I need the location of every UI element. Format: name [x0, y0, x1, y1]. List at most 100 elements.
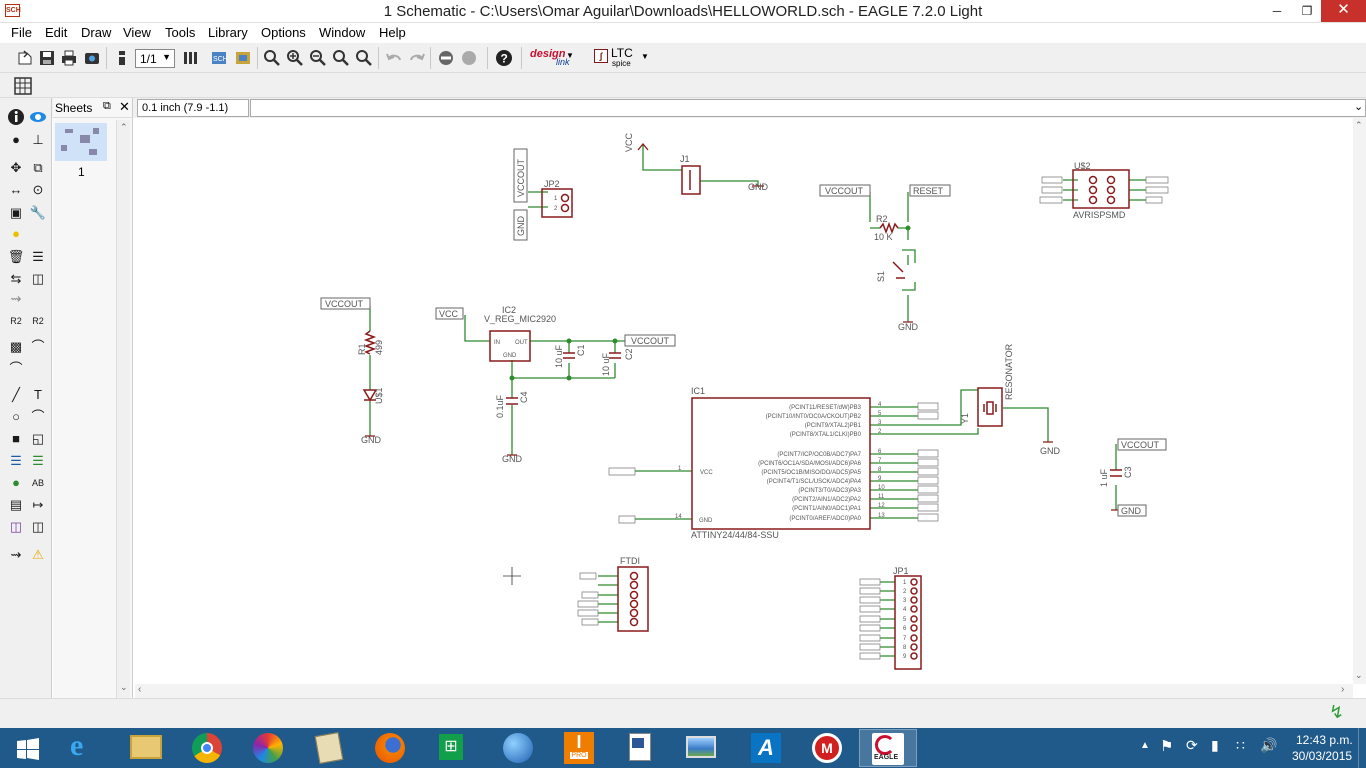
- replace-icon[interactable]: ⇝: [10, 291, 22, 306]
- stop-icon[interactable]: [437, 49, 455, 67]
- wire-icon[interactable]: ╱: [12, 387, 20, 402]
- close-button[interactable]: ✕: [1321, 0, 1366, 22]
- command-input[interactable]: [250, 99, 1366, 117]
- change-icon[interactable]: 🔧: [29, 205, 47, 220]
- show-icon[interactable]: [29, 108, 47, 126]
- schematic-drawing[interactable]: VCCOUT RESET VCCOUT VCC VCCOUT VCCOUT GN…: [135, 118, 1353, 684]
- schematic-icon[interactable]: SCH: [211, 49, 229, 67]
- horizontal-scrollbar[interactable]: ‹ ›: [135, 684, 1353, 698]
- sheet-icon[interactable]: [113, 49, 131, 67]
- float-icon[interactable]: ⧉: [103, 100, 111, 112]
- taskbar-firefox[interactable]: [361, 729, 419, 767]
- taskbar-chrome[interactable]: [178, 729, 236, 767]
- scroll-down-icon[interactable]: ⌄: [120, 682, 128, 692]
- windows-start-icon[interactable]: [16, 737, 40, 761]
- redo-icon[interactable]: [408, 49, 426, 67]
- sync-icon[interactable]: ⟳: [1186, 737, 1198, 753]
- go-icon[interactable]: [460, 49, 478, 67]
- mark-icon[interactable]: ⊥: [32, 132, 44, 147]
- taskbar-photos[interactable]: [672, 729, 730, 767]
- gateswap-icon[interactable]: ◫: [31, 271, 45, 286]
- erc-icon[interactable]: ⇝: [10, 547, 22, 562]
- dimension-icon[interactable]: ↦: [32, 497, 44, 512]
- grid-icon[interactable]: [14, 77, 32, 95]
- taskbar-store[interactable]: ⊞: [422, 729, 480, 767]
- junction-icon[interactable]: ●: [12, 475, 20, 490]
- menu-draw[interactable]: Draw: [81, 25, 112, 40]
- add-icon[interactable]: ☰: [32, 249, 44, 264]
- value-icon[interactable]: R2: [32, 316, 44, 326]
- battery-icon[interactable]: ▮: [1211, 737, 1219, 753]
- rect-icon[interactable]: ■: [12, 431, 20, 446]
- taskbar-globe[interactable]: [489, 729, 547, 767]
- menu-help[interactable]: Help: [379, 25, 406, 40]
- taskbar-autodesk[interactable]: A: [737, 729, 795, 767]
- label-icon[interactable]: AB: [31, 478, 44, 488]
- open-icon[interactable]: [16, 49, 34, 67]
- taskbar-notepad[interactable]: [300, 729, 358, 767]
- volume-icon[interactable]: 🔊: [1260, 737, 1278, 753]
- module-icon[interactable]: ◫: [9, 519, 23, 534]
- designlink-button[interactable]: design link ▼: [530, 48, 574, 70]
- cam-icon[interactable]: [83, 49, 101, 67]
- mirror-icon[interactable]: ↔: [9, 182, 23, 197]
- scroll-up-icon[interactable]: ⌃: [120, 122, 128, 132]
- schematic-canvas[interactable]: VCCOUT RESET VCCOUT VCC VCCOUT VCCOUT GN…: [135, 118, 1353, 684]
- close-panel-icon[interactable]: ✕: [119, 99, 130, 114]
- maximize-button[interactable]: ❐: [1301, 4, 1313, 18]
- taskbar-picasa[interactable]: [239, 729, 297, 767]
- warning-icon[interactable]: ⚠: [32, 547, 44, 562]
- menu-library[interactable]: Library: [208, 25, 248, 40]
- minimize-button[interactable]: ─: [1272, 4, 1282, 18]
- sheets-scrollbar[interactable]: ⌃ ⌄: [116, 120, 130, 698]
- pinswap-icon[interactable]: ⇆: [10, 271, 22, 286]
- attribute-icon[interactable]: ▤: [9, 497, 23, 512]
- menu-view[interactable]: View: [123, 25, 151, 40]
- zoom-out-icon[interactable]: [309, 49, 327, 67]
- chevron-down-icon[interactable]: ⌄: [1354, 101, 1364, 113]
- network-icon[interactable]: ∷: [1236, 737, 1245, 753]
- menu-file[interactable]: File: [11, 25, 32, 40]
- paste-icon[interactable]: ●: [12, 226, 20, 241]
- menu-options[interactable]: Options: [261, 25, 306, 40]
- sheet-thumbnail[interactable]: [55, 123, 107, 161]
- undo-icon[interactable]: [385, 49, 403, 67]
- scroll-up-icon[interactable]: ⌃: [1355, 120, 1363, 130]
- zoom-redraw-icon[interactable]: [332, 49, 350, 67]
- taskbar-eagle[interactable]: EAGLE: [859, 729, 917, 767]
- name-icon[interactable]: R2: [10, 316, 22, 326]
- arc-icon[interactable]: ⌒: [31, 409, 45, 424]
- split-icon[interactable]: ⌒: [9, 361, 23, 376]
- net-icon[interactable]: ☰: [32, 453, 44, 468]
- group-icon[interactable]: ▣: [9, 205, 23, 220]
- go-icon[interactable]: ↯: [1329, 702, 1345, 722]
- sheet-select[interactable]: 1/1 ▼: [135, 49, 175, 68]
- help-icon[interactable]: ?: [495, 49, 513, 67]
- board-icon[interactable]: [182, 49, 200, 67]
- move-icon[interactable]: ✥: [10, 160, 22, 175]
- menu-tools[interactable]: Tools: [165, 25, 196, 40]
- miter-icon[interactable]: ⌒: [31, 339, 45, 354]
- vertical-scrollbar[interactable]: ⌃ ⌄: [1353, 118, 1366, 684]
- taskbar-internet-explorer[interactable]: e: [56, 729, 114, 767]
- taskbar-word[interactable]: [611, 729, 669, 767]
- text-icon[interactable]: T: [34, 387, 42, 402]
- bus-icon[interactable]: ☰: [10, 453, 22, 468]
- scroll-left-icon[interactable]: ‹: [138, 684, 142, 695]
- port-icon[interactable]: ◫: [31, 519, 45, 534]
- taskbar-makerbot[interactable]: M: [798, 729, 856, 767]
- zoom-select-icon[interactable]: [355, 49, 373, 67]
- delete-icon[interactable]: 🗑: [7, 249, 25, 264]
- smash-icon[interactable]: ▩: [9, 339, 23, 354]
- display-icon[interactable]: ●: [12, 132, 20, 147]
- clock-time[interactable]: 12:43 p.m.: [1296, 733, 1353, 747]
- copy-icon[interactable]: ⧉: [33, 160, 43, 175]
- scroll-right-icon[interactable]: ›: [1341, 684, 1345, 695]
- clock-date[interactable]: 30/03/2015: [1292, 749, 1353, 763]
- print-icon[interactable]: [60, 49, 78, 67]
- info-icon[interactable]: [7, 108, 25, 126]
- ltcspice-button[interactable]: ∫ LTC spice ▼: [594, 46, 652, 69]
- rotate-icon[interactable]: ⊙: [32, 182, 44, 197]
- taskbar-file-explorer[interactable]: [117, 729, 175, 767]
